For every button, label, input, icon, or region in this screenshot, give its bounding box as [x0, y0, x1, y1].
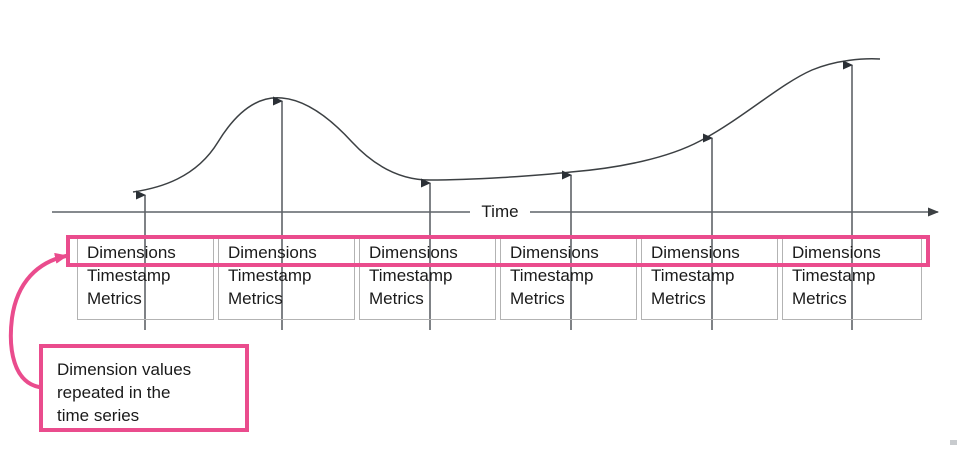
callout-line-1: Dimension values [57, 360, 192, 379]
record-box-4-field-1: Dimensions [510, 243, 599, 262]
record-box-2-field-3: Metrics [228, 289, 283, 308]
callout-line-2: repeated in the [57, 383, 171, 402]
corner-artifact [950, 440, 957, 445]
record-box-3-field-3: Metrics [369, 289, 424, 308]
record-box-5-field-3: Metrics [651, 289, 706, 308]
record-box-1-field-3: Metrics [87, 289, 142, 308]
record-box-1-field-2: Timestamp [87, 266, 171, 285]
record-box-2-field-2: Timestamp [228, 266, 312, 285]
record-box-6-field-2: Timestamp [792, 266, 876, 285]
record-box-6-field-1: Dimensions [792, 243, 881, 262]
record-box-2-field-1: Dimensions [228, 243, 317, 262]
record-box-4-field-3: Metrics [510, 289, 565, 308]
metric-time-series-curve [132, 58, 881, 193]
record-box-3-field-2: Timestamp [369, 266, 453, 285]
callout-line-3: time series [57, 406, 140, 425]
record-box-5-field-2: Timestamp [651, 266, 735, 285]
record-box-3-field-1: Dimensions [369, 243, 458, 262]
sample-arrows-group [136, 60, 853, 330]
record-box-5-field-1: Dimensions [651, 243, 740, 262]
time-axis-label: Time [473, 202, 527, 222]
callout-connector-arrow [8, 252, 68, 389]
dimension-values-callout: Dimension values repeated in the time se… [39, 344, 249, 432]
record-box-1-field-1: Dimensions [87, 243, 176, 262]
record-box-6-field-3: Metrics [792, 289, 847, 308]
record-box-4-field-2: Timestamp [510, 266, 594, 285]
